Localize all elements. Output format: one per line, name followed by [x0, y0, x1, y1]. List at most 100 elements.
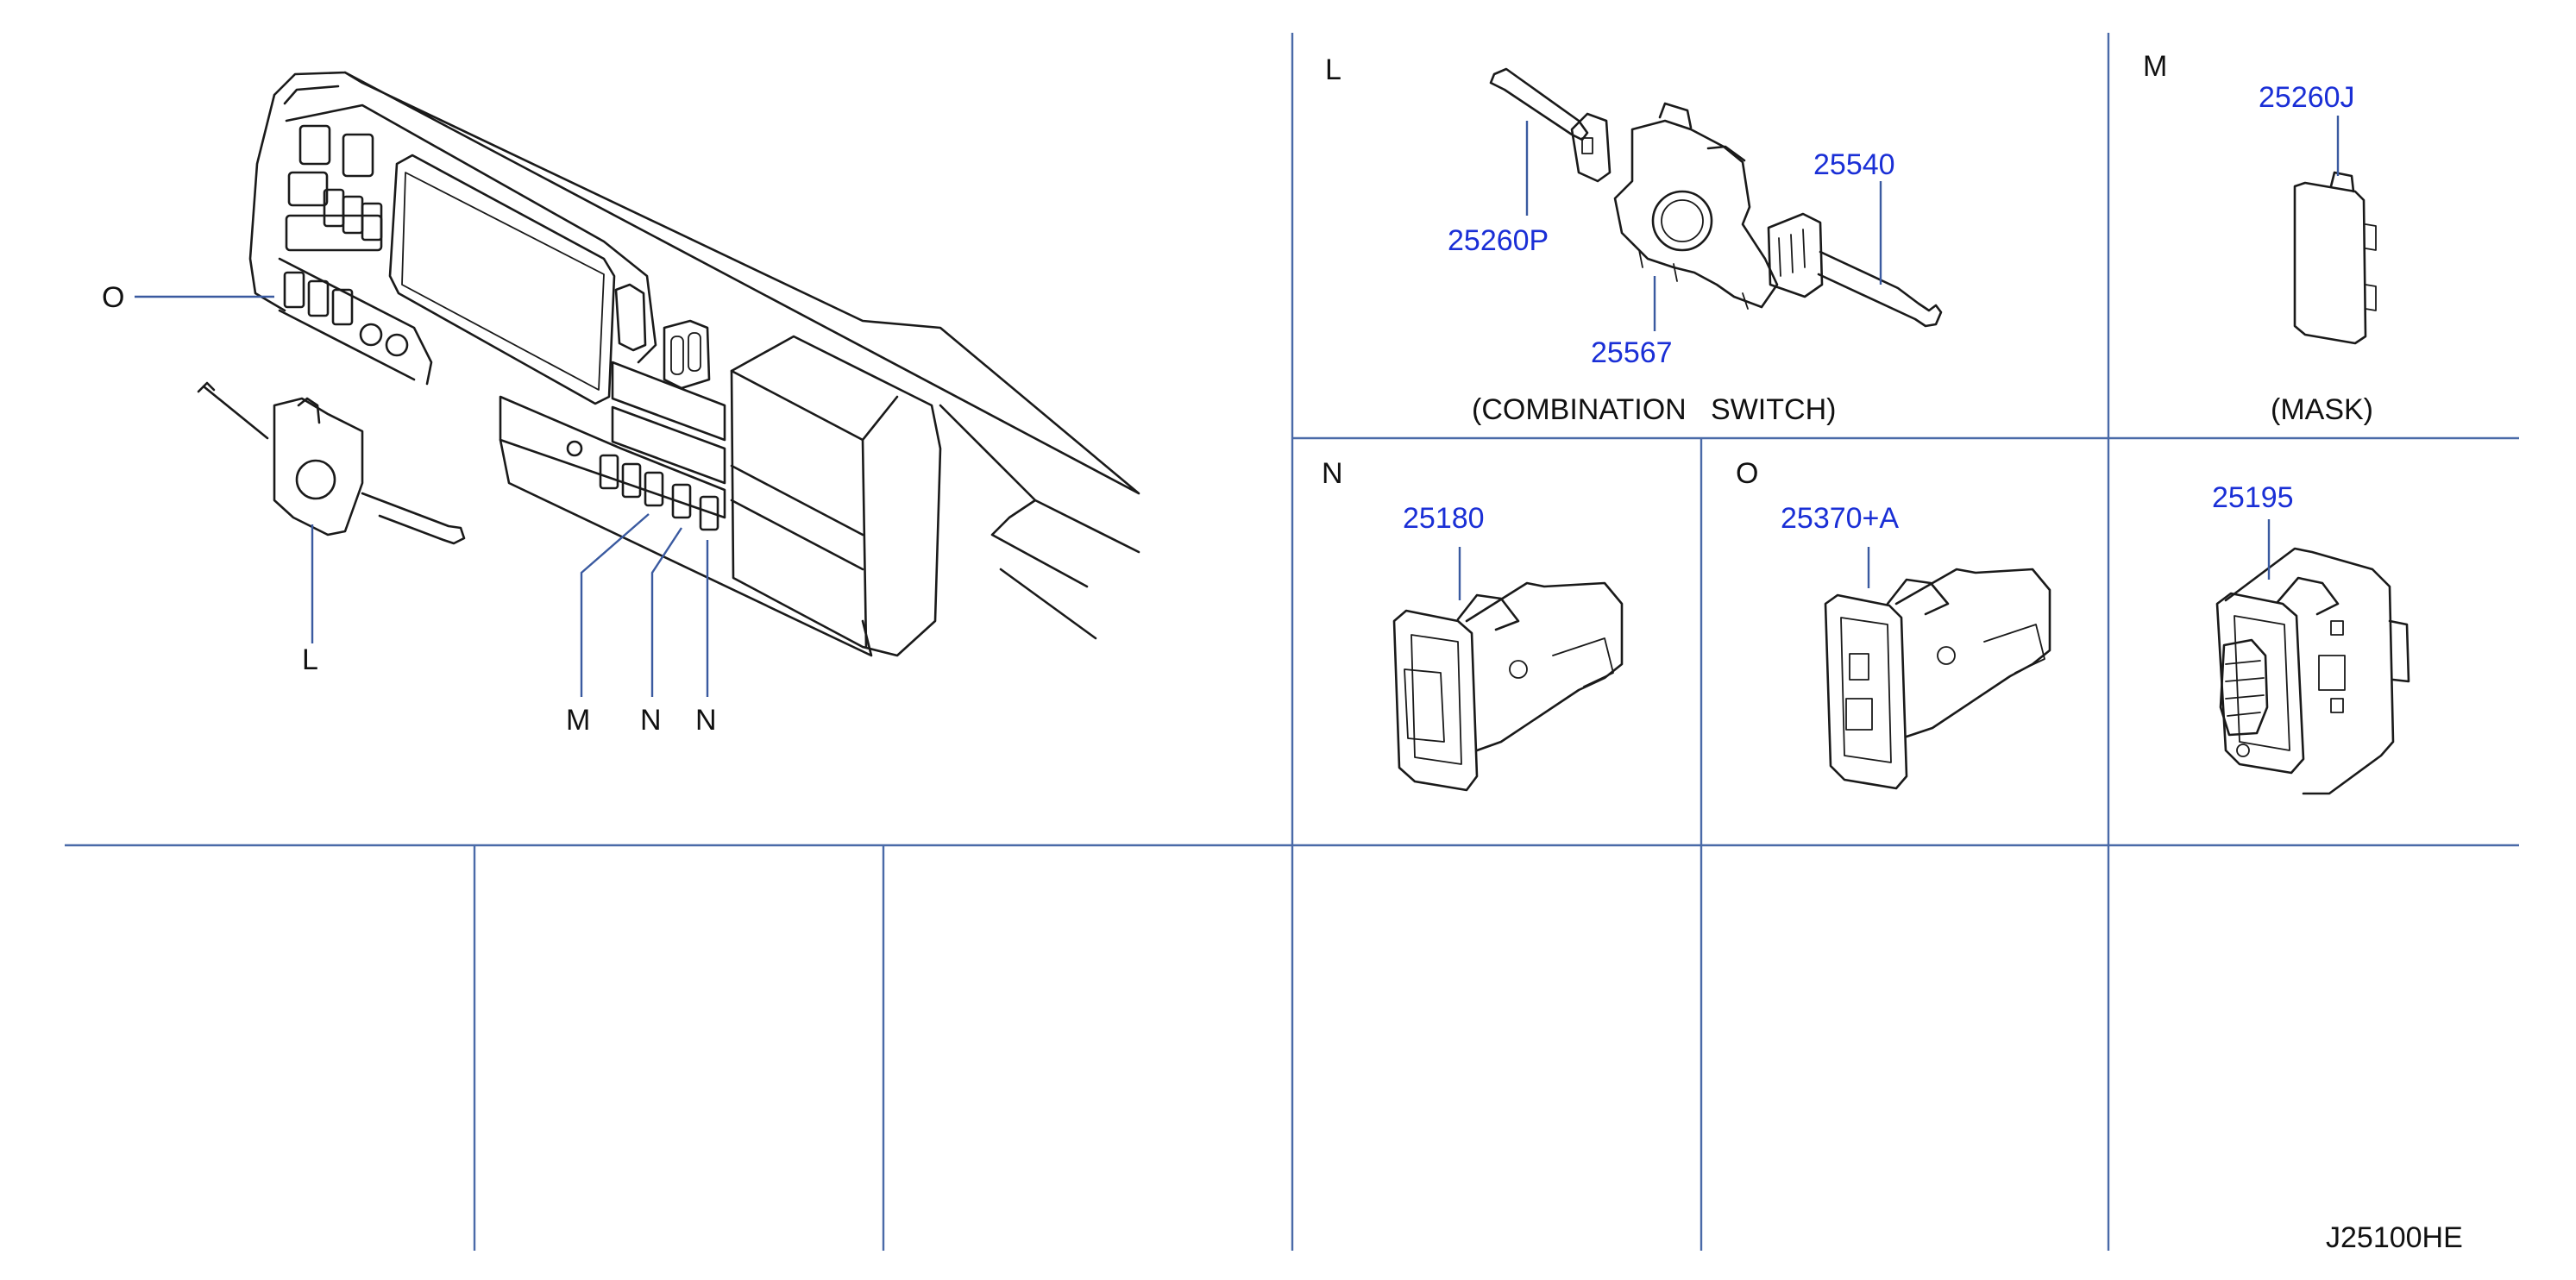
switch-25195-face — [2215, 592, 2305, 775]
ov-lever-left — [202, 385, 269, 440]
mask-clips — [2365, 223, 2377, 311]
lower-center-panel — [499, 438, 873, 657]
part-label-25180: 25180 — [1403, 502, 1485, 535]
caption-mask: (MASK) — [2271, 393, 2373, 426]
lever-25540-base — [1767, 212, 1824, 298]
cluster-display — [388, 154, 616, 405]
knob-1 — [359, 323, 383, 347]
switch-25180-housing — [1465, 581, 1624, 752]
switch-box-4 — [361, 202, 383, 242]
lever-25260P-base — [1570, 112, 1612, 183]
vent-box-2 — [342, 133, 374, 178]
vent-right-slot-2 — [688, 332, 701, 372]
center-body-feet — [1638, 249, 1749, 310]
center-body-top-tab — [1658, 102, 1693, 129]
leader-m — [580, 513, 650, 697]
switch-25370A-indicator — [1849, 653, 1869, 681]
part-label-25195: 25195 — [2212, 481, 2294, 514]
switch-25370A-drawing — [1824, 568, 2051, 790]
switch-25370A-face — [1824, 593, 1908, 790]
dash-right-ext — [939, 404, 1140, 640]
switch-25195-rocker — [2219, 638, 2269, 737]
switch-25180-latch — [1456, 593, 1520, 631]
switch-25370A-button — [1845, 698, 1873, 731]
lever-25260P — [1489, 67, 1589, 141]
lower-left-bezel — [278, 257, 433, 386]
lower-knob — [566, 440, 583, 457]
ov-switch-ring — [295, 459, 336, 500]
switch-25195-clips — [2330, 620, 2344, 713]
switch-n-1 — [671, 483, 692, 519]
glovebox — [730, 335, 942, 657]
dash-outer — [248, 71, 1140, 495]
glovebox-top — [730, 369, 899, 442]
section-label-n: N — [1322, 457, 1343, 490]
mask-drawing — [2293, 171, 2377, 345]
cluster-display-inner — [401, 172, 605, 391]
switch-25180-face — [1392, 609, 1479, 792]
switch-25195-bezel — [2234, 615, 2290, 751]
switch-25180-drawing — [1392, 581, 1624, 792]
cluster-hood — [285, 104, 657, 364]
mask-tab — [2329, 171, 2355, 193]
switch-25370A-latch — [1886, 578, 1950, 616]
center-stack-top — [499, 395, 726, 519]
callout-n2: N — [695, 704, 717, 737]
section-label-m: M — [2143, 50, 2167, 83]
center-body-ring-inner — [1661, 199, 1704, 242]
glovebox-lines — [730, 464, 864, 571]
caption-combination-switch: (COMBINATION SWITCH) — [1472, 393, 1836, 426]
part-label-25370A: 25370+A — [1781, 502, 1899, 535]
part-label-25567: 25567 — [1591, 336, 1673, 369]
switch-25370A-bezel — [1840, 617, 1892, 763]
switch-25370A-housing — [1894, 568, 2051, 738]
switch-row-1 — [285, 214, 383, 252]
part-label-25540: 25540 — [1813, 148, 1895, 181]
switch-lower-1 — [599, 454, 619, 490]
overview-combination-switch — [197, 381, 466, 545]
lever-25540 — [1817, 250, 1943, 328]
switch-25195-latch — [2276, 576, 2340, 616]
vent-box-1 — [298, 124, 331, 166]
switch-25180-connector — [1552, 637, 1614, 687]
knob-2 — [385, 333, 409, 357]
lever-25260P-slot — [1581, 137, 1593, 154]
callout-l: L — [302, 643, 318, 676]
switch-25195-rocker-ribs — [2225, 660, 2265, 717]
section-l-leaders — [1525, 121, 1882, 331]
ov-switch-top — [297, 397, 321, 424]
switch-25180-hole — [1509, 660, 1528, 679]
vent-right — [663, 319, 711, 390]
switch-25370A-connector — [1983, 624, 2045, 674]
overview-leaders — [135, 295, 709, 697]
ov-lever-right — [361, 492, 466, 545]
center-body-25567 — [1613, 119, 1779, 309]
switch-o-2 — [307, 279, 330, 317]
switch-25195-dot — [2236, 744, 2250, 757]
switch-25180-bezel — [1411, 634, 1462, 765]
switch-m — [644, 471, 664, 507]
section-label-l: L — [1325, 53, 1341, 86]
switch-25180-button — [1404, 668, 1445, 743]
callout-m: M — [566, 704, 590, 737]
dash-top-edge — [283, 85, 340, 105]
callout-o: O — [102, 281, 124, 314]
switch-box-1 — [287, 171, 329, 207]
ov-switch-body — [273, 397, 364, 536]
part-label-25260P: 25260P — [1448, 224, 1549, 257]
grid — [65, 33, 2519, 1251]
callout-n1: N — [640, 704, 662, 737]
switch-25195-connector — [2388, 619, 2410, 683]
switch-25195-drawing — [2215, 547, 2410, 795]
switch-25370A-hole — [1937, 646, 1956, 665]
mask-body — [2293, 181, 2367, 345]
section-label-o: O — [1736, 457, 1758, 490]
center-stack-slot-1 — [611, 361, 726, 442]
ov-lever-left-tip — [197, 381, 216, 393]
switch-25195-housing — [2224, 547, 2395, 795]
switch-n-2 — [699, 495, 719, 531]
center-stack-slot-2 — [611, 405, 726, 485]
glovebox-edge — [861, 438, 868, 649]
